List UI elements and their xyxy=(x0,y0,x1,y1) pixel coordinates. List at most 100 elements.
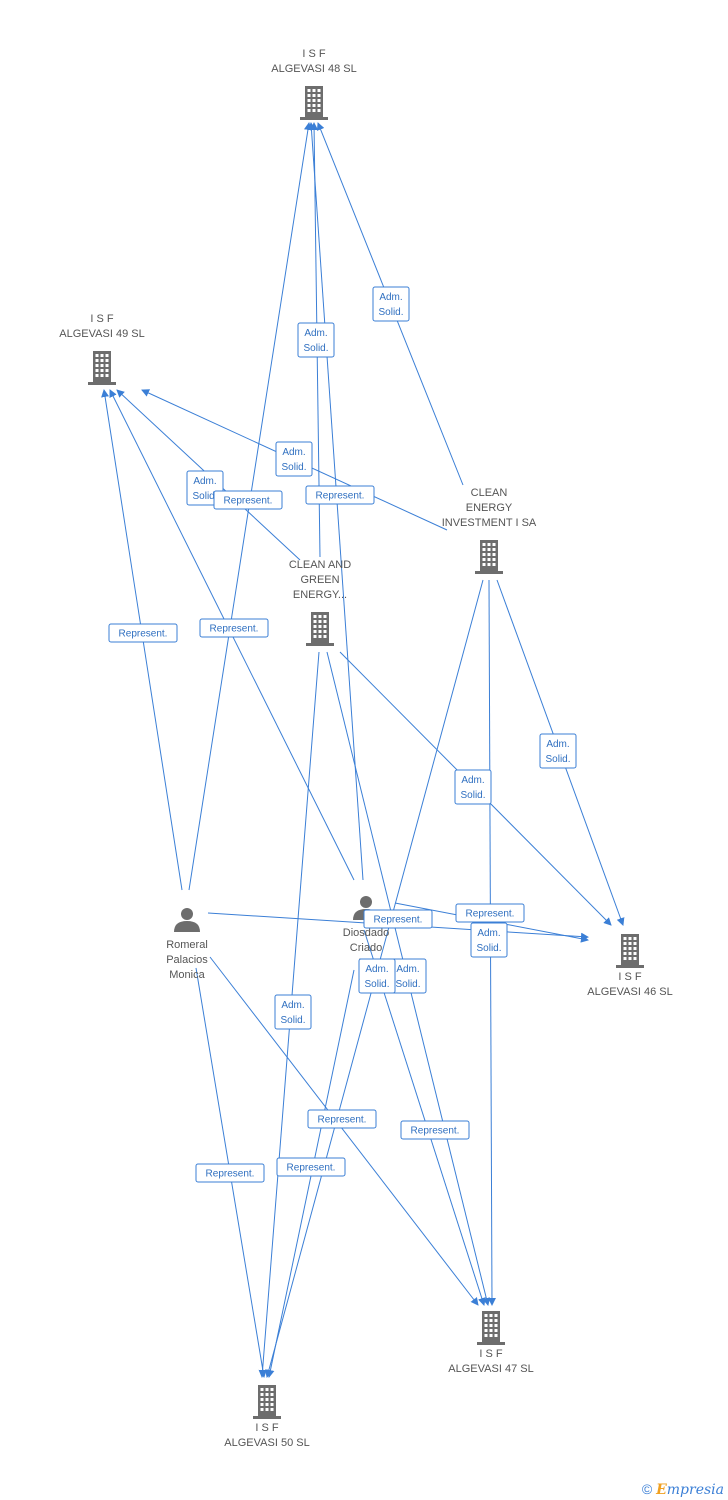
edge-label[interactable]: Represent. xyxy=(400,1120,470,1140)
edge-label-text: Represent. xyxy=(374,915,423,926)
edge-label-box xyxy=(305,485,375,505)
edge-label[interactable]: Adm. Solid. xyxy=(358,958,396,994)
edge-label-text: Adm. xyxy=(546,739,569,750)
edge-label[interactable]: Represent. xyxy=(108,623,178,643)
edge-label[interactable]: Represent. xyxy=(455,903,525,923)
edge-label-box xyxy=(470,922,508,958)
building-icon xyxy=(477,1311,505,1345)
edge-label-text: Represent. xyxy=(466,909,515,920)
edge-label-text: Represent. xyxy=(224,496,273,507)
edge-label-box xyxy=(307,1109,377,1129)
edge-label-text: Solid. xyxy=(192,491,217,502)
node-label: ENERGY xyxy=(466,502,513,514)
edge-label[interactable]: Represent. xyxy=(363,909,433,929)
edge-label[interactable]: Adm. Solid. xyxy=(470,922,508,958)
edge-label[interactable]: Adm. Solid. xyxy=(275,441,313,477)
edge-label-box xyxy=(297,322,335,358)
edge-label-box xyxy=(539,733,577,769)
building-icon xyxy=(475,540,503,574)
edge-label-box xyxy=(274,994,312,1030)
edge-label-text: Solid. xyxy=(395,979,420,990)
edge-label-text: Adm. xyxy=(461,775,484,786)
node-clean_green[interactable]: CLEAN ANDGREENENERGY... xyxy=(289,559,351,646)
edge-label-text: Represent. xyxy=(119,629,168,640)
edge-label-text: Solid. xyxy=(280,1015,305,1026)
edge-label-text: Represent. xyxy=(318,1115,367,1126)
node-label: INVESTMENT I SA xyxy=(442,517,537,529)
edge-label-text: Adm. xyxy=(281,1000,304,1011)
edge-label[interactable]: Represent. xyxy=(195,1163,265,1183)
edge-label-box xyxy=(454,769,492,805)
edge-label-box xyxy=(400,1120,470,1140)
edge-label-box xyxy=(275,441,313,477)
person-icon xyxy=(174,908,200,932)
edge-label-box xyxy=(213,490,283,510)
edge-label[interactable]: Adm.Solid. xyxy=(297,322,335,358)
edge-label[interactable]: Adm. Solid. xyxy=(274,994,312,1030)
building-icon xyxy=(306,612,334,646)
brand-logo: Empresia xyxy=(656,1482,724,1498)
edge-label-text: Represent. xyxy=(316,491,365,502)
edge-label[interactable]: Represent. xyxy=(307,1109,377,1129)
edge-label-text: Adm. xyxy=(193,476,216,487)
footer-brand[interactable]: © Empresia xyxy=(642,1481,724,1498)
node-label: I S F xyxy=(255,1422,279,1434)
copyright-icon: © xyxy=(641,1481,653,1497)
edge-label-box xyxy=(108,623,178,643)
edge-label-text: Solid. xyxy=(460,790,485,801)
node-label: ENERGY... xyxy=(293,589,347,601)
edge-label-text: Adm. xyxy=(477,928,500,939)
edge-label[interactable]: Adm. Solid. xyxy=(389,958,427,994)
edge-label-text: Solid. xyxy=(545,754,570,765)
building-icon xyxy=(253,1385,281,1419)
node-label: Monica xyxy=(169,969,205,981)
edge-label-box xyxy=(276,1157,346,1177)
edge-label[interactable]: Represent. xyxy=(305,485,375,505)
edge-label-text: Solid. xyxy=(476,943,501,954)
edge-label[interactable]: Adm. Solid. xyxy=(454,769,492,805)
node-label: I S F xyxy=(90,313,114,325)
node-label: Palacios xyxy=(166,954,208,966)
edge-labels-layer: Adm. Solid. Adm. Solid. Adm. Solid. Adm. Solid.… xyxy=(108,286,577,1183)
building-icon xyxy=(616,934,644,968)
edge-label-text: Solid. xyxy=(378,307,403,318)
node-label: Romeral xyxy=(166,939,208,951)
edge-label[interactable]: Represent. xyxy=(199,618,269,638)
edge-label-text: Represent. xyxy=(287,1163,336,1174)
edge-label-text: Adm. xyxy=(282,447,305,458)
node-label: I S F xyxy=(479,1348,503,1360)
edge-label-text: Represent. xyxy=(206,1169,255,1180)
edge-label-text: Adm. xyxy=(365,964,388,975)
edge-label[interactable]: Represent. xyxy=(276,1157,346,1177)
building-icon xyxy=(300,86,328,120)
edge-label[interactable]: Adm. Solid. xyxy=(372,286,410,322)
edge-label[interactable]: Adm. Solid. xyxy=(539,733,577,769)
edge-label-box xyxy=(363,909,433,929)
node-label: CLEAN xyxy=(471,487,508,499)
node-label: ALGEVASI 49 SL xyxy=(59,328,144,340)
edge-label-text: Adm. xyxy=(379,292,402,303)
node-isf49[interactable]: I S F ALGEVASI 49 SL xyxy=(59,313,145,385)
edge-label-text: Represent. xyxy=(210,624,259,635)
node-label: ALGEVASI 47 SL xyxy=(448,1363,533,1375)
building-icon xyxy=(88,351,116,385)
edge-label-box xyxy=(455,903,525,923)
edge-label[interactable]: Represent. xyxy=(213,490,283,510)
edge-label-box xyxy=(195,1163,265,1183)
edge-label-text: Represent. xyxy=(411,1126,460,1137)
edge-label-text: Solid. xyxy=(364,979,389,990)
node-isf47[interactable]: I S F ALGEVASI 47 SL xyxy=(448,1311,534,1375)
node-label: ALGEVASI 48 SL xyxy=(271,63,356,75)
node-clean_energy[interactable]: CLEAN ENERGY INVESTMENT I SA xyxy=(442,487,537,574)
edge-label-text: Solid. xyxy=(303,343,328,354)
node-label: ALGEVASI 46 SL xyxy=(587,986,672,998)
edge-label-text: Adm. xyxy=(396,964,419,975)
edge-label-text: Solid. xyxy=(281,462,306,473)
edge-label-box xyxy=(372,286,410,322)
node-diosdado[interactable]: DiosdadoCriadoP... xyxy=(343,896,389,969)
